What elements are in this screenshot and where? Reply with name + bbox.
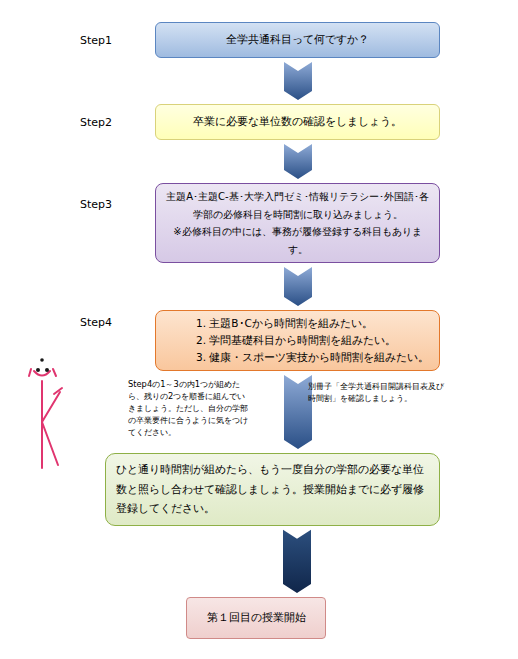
mascot-foot <box>54 388 62 394</box>
node-text: 主題A･主題C-基･大学入門ゼミ･情報リテラシー･外国語･各学部の必修科目を時間… <box>164 188 431 223</box>
mascot-arm <box>53 369 56 376</box>
process-box: 1. 主題B･Cから時間割を組みたい。2. 学問基礎科目から時間割を組みたい。3… <box>155 310 440 371</box>
annotation-note: Step4の1～3の内1つが組めたら、残りの2つを順番に組んでいきましょう。ただ… <box>128 378 248 438</box>
process-box: 主題A･主題C-基･大学入門ゼミ･情報リテラシー･外国語･各学部の必修科目を時間… <box>155 183 440 263</box>
step-label: Step4 <box>80 316 140 329</box>
flow-chevron <box>284 267 312 306</box>
mascot-eye <box>36 368 40 372</box>
node-text: 2. 学問基礎科目から時間割を組みたい。 <box>196 332 433 349</box>
mascot-eyes <box>36 358 49 372</box>
mascot-eye <box>45 368 49 372</box>
flow-chevron <box>284 62 312 100</box>
question-box: 全学共通科目って何ですか？ <box>155 22 440 58</box>
end-box: 第１回目の授業開始 <box>186 597 326 639</box>
annotation-note: 別冊子「全学共通科目開講科目表及び時間割」を確認しましょう。 <box>308 380 446 404</box>
flow-chevron <box>284 375 312 449</box>
node-text: 全学共通科目って何ですか？ <box>162 33 433 47</box>
step-label: Step3 <box>80 198 140 211</box>
flow-chevron <box>283 530 311 593</box>
mascot-leg <box>42 392 60 422</box>
mascot-lines <box>29 369 62 468</box>
node-text: ひと通り時間割が組めたら、もう一度自分の学部の必要な単位数と照らし合わせて確認し… <box>116 460 429 519</box>
mascot-arm <box>29 369 31 376</box>
node-text: 卒業に必要な単位数の確認をしましょう。 <box>162 115 433 129</box>
process-box: ひと通り時間割が組めたら、もう一度自分の学部の必要な単位数と照らし合わせて確認し… <box>105 453 440 526</box>
step-label: Step1 <box>80 34 140 47</box>
node-text: 第１回目の授業開始 <box>191 611 321 625</box>
mascot-leg <box>42 422 58 465</box>
process-box: 卒業に必要な単位数の確認をしましょう。 <box>155 104 440 140</box>
node-text: 3. 健康・スポーツ実技から時間割を組みたい。 <box>196 349 433 366</box>
node-text: ※必修科目の中には、事務が履修登録する科目もあります。 <box>164 223 431 258</box>
step-label: Step2 <box>80 116 140 129</box>
flow-chevron <box>284 144 312 179</box>
node-text: 1. 主題B･Cから時間割を組みたい。 <box>196 315 433 332</box>
mascot-dot <box>40 358 44 362</box>
